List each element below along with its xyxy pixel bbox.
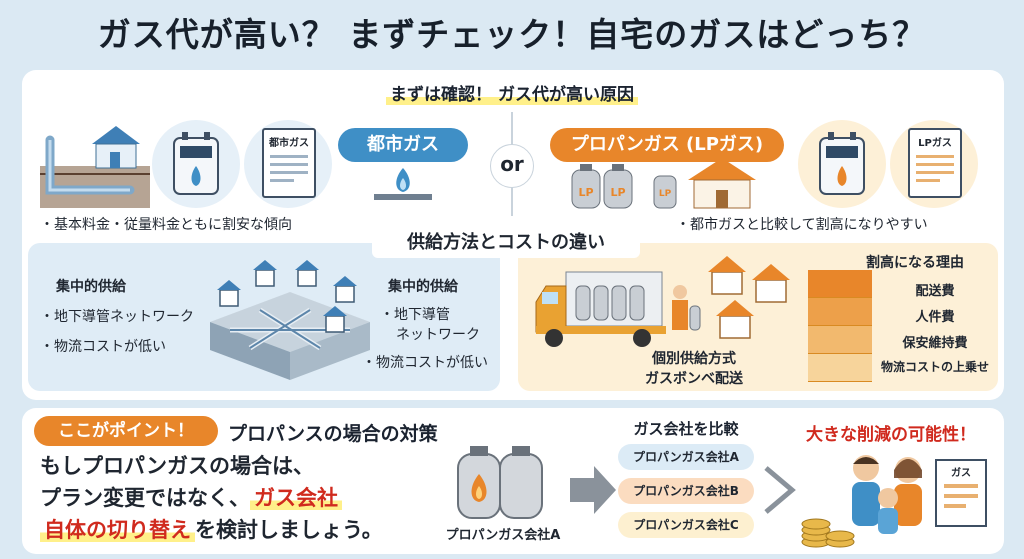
reasons-title: 割高になる理由 (866, 255, 964, 271)
city-gas-note: ・基本料金・従量料金ともに割安な傾向 (40, 217, 292, 233)
reason-labor: 人件費 (915, 310, 955, 325)
lp-cylinders-icon: LP LP (571, 164, 633, 209)
advice-line-2: プラン変更ではなく、ガス会社 (40, 482, 342, 514)
city-gas-document-icon: 都市ガス (262, 128, 316, 198)
stack-layer-3 (808, 326, 872, 354)
point-badge: ここがポイント！ (34, 416, 218, 446)
delivery-houses-illustration (708, 256, 790, 339)
cost-stack (808, 270, 872, 382)
lp-mark-3: LP (659, 189, 672, 199)
supply-heading: 供給方法とコストの違い (372, 228, 640, 258)
stack-layer-2 (808, 298, 872, 326)
compare-title: ガス会社を比較 (633, 420, 739, 438)
left-supply-type: 集中的供給 (56, 279, 126, 295)
right-supply-type: 集中的供給 (388, 279, 458, 295)
reason-logistics: 物流コストの上乗せ (880, 360, 989, 374)
page-title: ガス代が高い？ まずチェック！自宅のガスはどっち？ (97, 15, 927, 54)
city-gas-flame-icon (374, 168, 432, 200)
propane-house-illustration: LP (653, 158, 756, 209)
pipe-network-illustration (210, 260, 370, 380)
stack-layer-1 (808, 270, 872, 298)
arrow-right-icon (570, 466, 616, 514)
lp-gas-document-icon: LPガス (908, 128, 962, 198)
or-label: or (500, 152, 524, 176)
propane-meter-icon (819, 132, 865, 195)
family-savings-illustration: ガス (801, 455, 987, 548)
left-supply-item-1: ・地下導管ネットワーク (40, 309, 194, 325)
advice-line-3: 自体の切り替えを検討しましょう。 (40, 514, 383, 546)
city-pipe-house-illustration (40, 126, 150, 208)
lp-mark-2: LP (610, 186, 625, 199)
gas-meter-icon (173, 132, 219, 195)
city-doc-label: 都市ガス (269, 138, 309, 149)
lp-mark-1: LP (578, 186, 593, 199)
right-supply-item-2: ・物流コストが低い (362, 355, 488, 371)
company-a: プロパンガス会社A (618, 444, 754, 470)
savings-doc-label: ガス (951, 466, 971, 479)
reason-delivery: 配送費 (915, 284, 955, 299)
cylinder-caption: プロパンガス会社A (445, 528, 561, 543)
propane-gas-label: プロパンガス (LPガス) (550, 128, 784, 162)
delivery-caption-1: 個別供給方式 (652, 351, 736, 367)
delivery-truck-illustration (535, 271, 701, 347)
bracket-arrow-icon (764, 466, 796, 514)
delivery-caption-2: ガスボンベ配送 (645, 371, 743, 387)
stack-layer-4 (808, 354, 872, 382)
right-supply-item-1: ・地下導管 (380, 307, 450, 323)
savings-title: 大きな削減の可能性！ (806, 425, 976, 445)
cause-heading: まずは確認！ ガス代が高い原因 (0, 80, 1024, 105)
propane-gas-note: ・都市ガスと比較して割高になりやすい (676, 217, 928, 233)
right-supply-item-1-cont: ネットワーク (396, 327, 480, 343)
propane-cylinders-icon (457, 446, 543, 519)
point-title: プロパンスの場合の対策 (228, 423, 438, 445)
lp-doc-label: LPガス (918, 138, 952, 149)
company-b: プロパンガス会社B (618, 478, 754, 504)
company-c: プロパンガス会社C (618, 512, 754, 538)
reason-safety: 保安維持費 (902, 336, 968, 351)
or-circle (490, 144, 534, 188)
left-supply-item-2: ・物流コストが低い (40, 339, 166, 355)
advice-line-1: もしプロパンガスの場合は、 (40, 454, 315, 478)
city-gas-label: 都市ガス (338, 128, 468, 162)
